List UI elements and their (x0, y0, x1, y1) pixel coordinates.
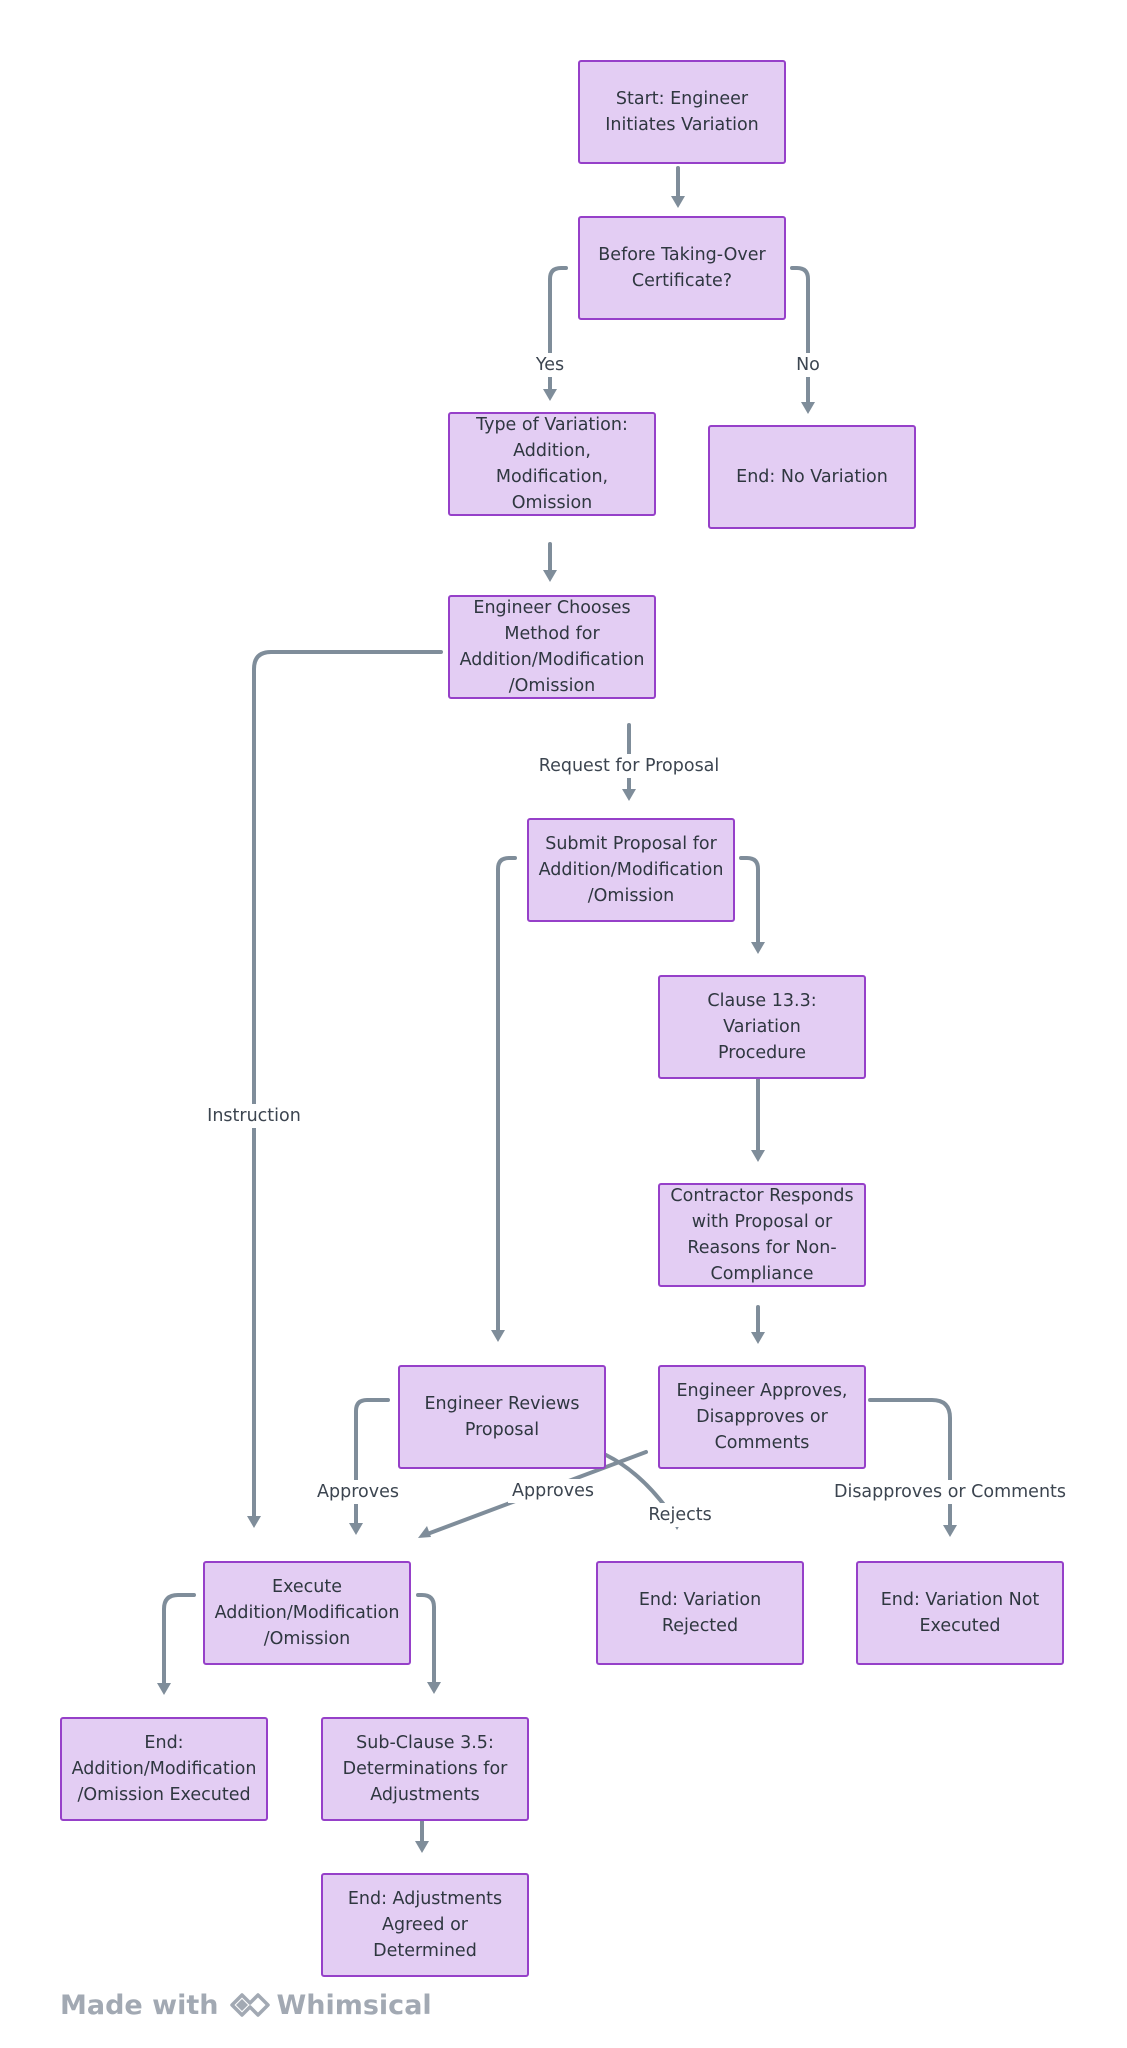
edge-line (162, 1593, 196, 1686)
edge-type-of-variation-to-engineer-chooses-method (543, 542, 557, 582)
arrowhead (418, 1526, 431, 1538)
node-label: Type of Variation:Addition,Modification,… (476, 415, 628, 513)
arrowhead (491, 1330, 505, 1342)
edge-label-e5: Instruction (203, 1104, 305, 1128)
arrowhead (671, 196, 685, 208)
arrowhead (543, 389, 557, 401)
arrowhead (157, 1683, 171, 1695)
edge-line (739, 856, 760, 945)
arrowhead (247, 1516, 261, 1528)
edge-label-e11: Approves (313, 1480, 403, 1504)
node-contractor-responds[interactable]: Contractor Responds with Proposal or Rea… (658, 1183, 866, 1287)
edge-line (354, 1398, 390, 1526)
node-end-no-variation[interactable]: End: No Variation (708, 425, 916, 529)
edge-label-e3: No (792, 353, 824, 377)
edge-engineer-chooses-method-to-execute (247, 650, 443, 1528)
footer-made-with: Made with (60, 1989, 219, 2021)
edge-engineer-approves-disapproves-to-end-variation-not-executed (868, 1398, 957, 1537)
edge-start-to-before-taking-over (671, 166, 685, 208)
edge-label-e12: Rejects (644, 1503, 716, 1527)
edge-line (252, 650, 443, 1519)
arrowhead (622, 789, 636, 801)
edge-contractor-responds-to-engineer-approves-disapproves (751, 1305, 765, 1344)
edge-clause-13-3-to-contractor-responds (751, 1073, 765, 1162)
arrowhead (751, 1150, 765, 1162)
edge-before-taking-over-to-end-no-variation (790, 266, 815, 414)
node-label: End: No Variation (736, 467, 888, 487)
node-end-executed[interactable]: End:Addition/Modification/Omission Execu… (60, 1717, 268, 1821)
arrowhead (349, 1523, 363, 1535)
node-label: Contractor Responds with Proposal or Rea… (670, 1186, 854, 1284)
edge-execute-to-end-executed (157, 1593, 196, 1695)
edge-line (496, 856, 517, 1333)
edge-label-e2: Yes (531, 353, 569, 377)
arrowhead (943, 1525, 957, 1537)
footer-watermark: Made with Whimsical (60, 1985, 432, 2025)
arrowhead (751, 1332, 765, 1344)
edge-engineer-reviews-proposal-to-execute (349, 1398, 390, 1535)
arrowhead (415, 1841, 429, 1853)
edge-line (548, 266, 568, 392)
whimsical-logo-icon (230, 1993, 271, 2017)
edge-line (416, 1593, 436, 1685)
edge-label-e14: Disapproves or Comments (829, 1480, 1071, 1504)
arrowhead (427, 1682, 441, 1694)
edge-line (868, 1398, 952, 1528)
edge-submit-proposal-to-engineer-reviews-proposal (491, 856, 517, 1342)
node-label: End:Addition/Modification/Omission Execu… (71, 1733, 257, 1805)
edge-execute-to-sub-clause-3-5 (416, 1593, 441, 1694)
arrowhead (751, 942, 765, 954)
edge-label-e13: Approves (508, 1479, 598, 1503)
arrowhead (801, 402, 815, 414)
edge-label-e6: Request for Proposal (534, 754, 724, 778)
edge-submit-proposal-to-clause-13-3 (739, 856, 765, 954)
edge-line (790, 266, 810, 405)
edge-before-taking-over-to-type-of-variation (543, 266, 568, 401)
arrowhead (543, 570, 557, 582)
footer-brand: Whimsical (276, 1989, 432, 2021)
node-type-of-variation[interactable]: Type of Variation:Addition,Modification,… (448, 412, 656, 516)
